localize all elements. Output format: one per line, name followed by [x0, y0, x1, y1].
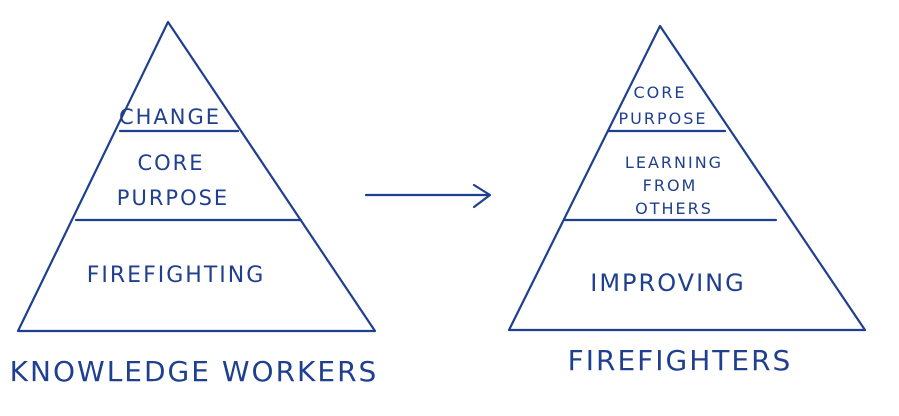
right-tier-1-line-2: PURPOSE: [619, 109, 708, 128]
right-tier-2-line-1: LEARNING: [625, 153, 723, 172]
right-pyramid-outline: [507, 24, 867, 332]
left-tier-3-line-1: FIREFIGHTING: [87, 263, 266, 288]
left-tier-2-line-2: PURPOSE: [117, 186, 229, 210]
left-pyramid-outline: [16, 20, 377, 333]
left-tier-2-line-1: CORE: [137, 151, 204, 175]
arrow-right-icon: [364, 183, 492, 209]
left-tier-1-line-1: CHANGE: [119, 105, 221, 129]
right-pyramid: CORE PURPOSE LEARNING FROM OTHERS IMPROV…: [507, 24, 867, 377]
right-pyramid-caption: FIREFIGHTERS: [568, 344, 793, 377]
right-tier-3-line-1: IMPROVING: [590, 269, 745, 297]
right-tier-1-line-1: CORE: [634, 83, 687, 102]
left-pyramid: CHANGE CORE PURPOSE FIREFIGHTING KNOWLED…: [10, 20, 379, 388]
right-tier-2-line-3: OTHERS: [635, 199, 713, 218]
right-tier-2-line-2: FROM: [643, 176, 698, 195]
left-pyramid-caption: KNOWLEDGE WORKERS: [10, 355, 379, 388]
